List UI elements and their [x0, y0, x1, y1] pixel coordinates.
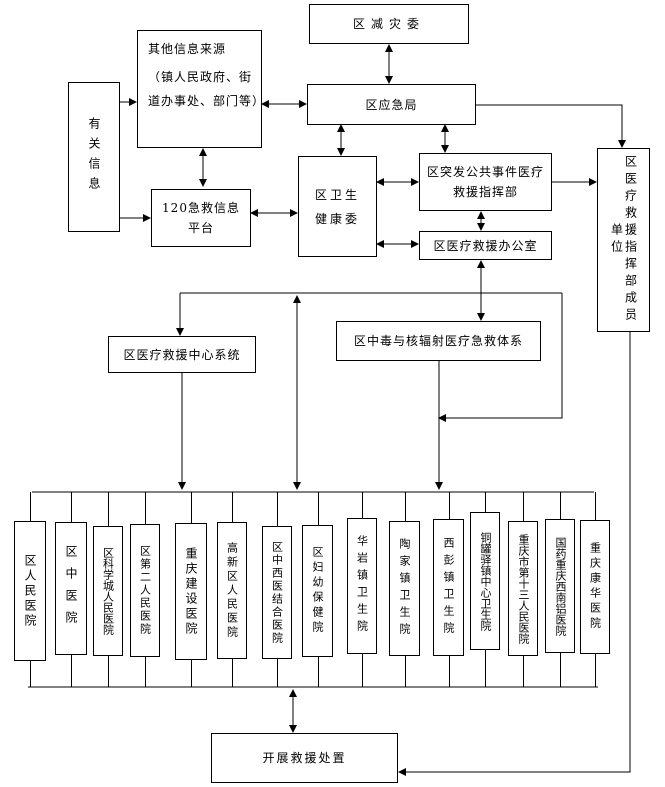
hospital-xipeng: 西彭镇卫生院	[433, 519, 464, 656]
node-120-label: 120急救信息平台	[162, 201, 240, 235]
hospital-qu-zhongyi: 区中医院	[55, 522, 87, 655]
hospital-label: 华岩镇卫生院	[355, 535, 369, 637]
hospital-gaoxin: 高新区人民医院	[217, 522, 247, 659]
hospital-label: 重庆康华医院	[588, 542, 602, 632]
node-kaizhan: 开展救援处置	[211, 733, 398, 783]
node-youguan-label: 有关信息	[87, 117, 101, 197]
node-weijian-label: 区卫生健康委	[314, 187, 360, 226]
hospital-label: 区人民医院	[23, 553, 37, 629]
node-yingji-label: 区应急局	[365, 97, 418, 112]
edge-units-kaizhan	[398, 332, 631, 776]
node-office-label: 区医疗救援办公室	[433, 238, 538, 253]
hospital-fuyou: 区妇幼保健院	[302, 525, 333, 657]
hospital-label: 区妇幼保健院	[311, 546, 324, 636]
hospital-tongguanyi: 铜罐驿镇中心卫生院	[470, 512, 500, 650]
hospital-label: 铜罐驿镇中心卫生院	[479, 531, 492, 631]
node-kaizhan-label: 开展救援处置	[262, 751, 347, 765]
hospital-shisan: 重庆市第十三人民医院	[508, 521, 538, 656]
node-jianzai-label: 区减灾委	[352, 17, 425, 31]
hospital-label: 重庆建设医院	[184, 546, 198, 637]
node-youguan: 有关信息	[68, 82, 120, 232]
hospital-label: 区第二人民医院	[138, 545, 152, 636]
node-tufa: 区突发公共事件医疗救援指挥部	[419, 153, 552, 211]
hospital-taojia: 陶家镇卫生院	[389, 521, 420, 656]
node-office: 区医疗救援办公室	[419, 231, 552, 260]
node-qita: 其他信息来源 （镇人民政府、街道办事处、部门等）	[137, 30, 262, 148]
hospital-label: 区科学城人民医院	[101, 547, 115, 635]
node-units-label: 区医疗救援指挥部成员单位	[609, 155, 638, 325]
hospital-zhongxiyi: 区中西医结合医院	[262, 526, 292, 659]
node-center-system-label: 区医疗救援中心系统	[123, 347, 241, 362]
node-zhongdu: 区中毒与核辐射医疗急救体系	[336, 321, 541, 361]
node-yingji: 区应急局	[307, 84, 476, 125]
node-120: 120急救信息平台	[151, 189, 251, 247]
hospital-kexuecheng: 区科学城人民医院	[93, 526, 123, 656]
hospital-label: 国药重庆西南铝医院	[554, 536, 567, 636]
hospital-huayan: 华岩镇卫生院	[347, 518, 377, 654]
hospital-xinanlv: 国药重庆西南铝医院	[545, 519, 575, 653]
hospital-di-er-renmin: 区第二人民医院	[130, 524, 160, 657]
edge-right-branch	[438, 293, 563, 422]
hospital-label: 高新区人民医院	[225, 541, 239, 640]
node-weijian: 区卫生健康委	[298, 156, 377, 257]
edge-yingji-units	[476, 104, 626, 148]
node-units: 区医疗救援指挥部成员单位	[597, 148, 650, 332]
node-tufa-label: 区突发公共事件医疗救援指挥部	[426, 165, 544, 199]
hospital-qu-renmin: 区人民医院	[14, 521, 46, 661]
hospital-label: 区中西医结合医院	[270, 540, 284, 645]
hospital-kanghua: 重庆康华医院	[580, 520, 610, 654]
node-center-system: 区医疗救援中心系统	[108, 336, 256, 373]
hospital-label: 区中医院	[64, 544, 78, 633]
hospital-label: 重庆市第十三人民医院	[517, 533, 530, 644]
node-qita-title: 其他信息来源	[148, 42, 227, 56]
node-zhongdu-label: 区中毒与核辐射医疗急救体系	[353, 334, 523, 348]
hospital-label: 西彭镇卫生院	[442, 536, 455, 639]
hospital-label: 陶家镇卫生院	[398, 537, 411, 640]
node-qita-detail: （镇人民政府、街道办事处、部门等）	[148, 70, 262, 108]
node-jianzai: 区减灾委	[309, 4, 469, 44]
hospital-jianshe: 重庆建设医院	[175, 523, 207, 660]
